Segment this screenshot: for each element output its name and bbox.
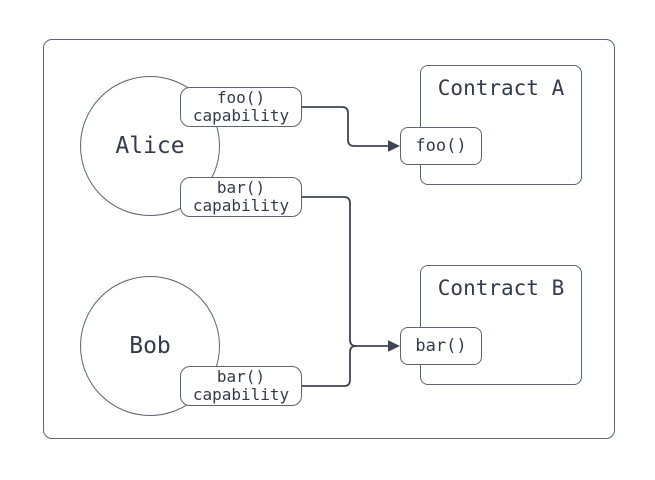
capability-foo-alice-function: foo() (216, 88, 266, 108)
contract-a-title: Contract A (437, 76, 565, 100)
contract-b-function-label: bar() (415, 336, 467, 356)
contract-a-function-label: foo() (415, 136, 467, 156)
capability-bar-bob-label: capability (192, 385, 290, 404)
contract-a-box: Contract A (420, 65, 582, 185)
capability-foo-alice-label: capability (192, 106, 290, 125)
capability-foo-alice-box: foo() capability (180, 87, 302, 127)
actor-bob-label: Bob (129, 333, 171, 359)
contract-b-title: Contract B (437, 276, 565, 300)
contract-b-function-box: bar() (400, 327, 482, 365)
capability-bar-bob-function: bar() (216, 367, 266, 387)
capability-bar-alice-label: capability (192, 196, 290, 215)
capability-bar-bob-box: bar() capability (180, 366, 302, 406)
contract-b-box: Contract B (420, 265, 582, 385)
capability-bar-alice-box: bar() capability (180, 177, 302, 217)
contract-a-function-box: foo() (400, 127, 482, 165)
capability-bar-alice-function: bar() (216, 178, 266, 198)
actor-alice-label: Alice (115, 133, 185, 159)
